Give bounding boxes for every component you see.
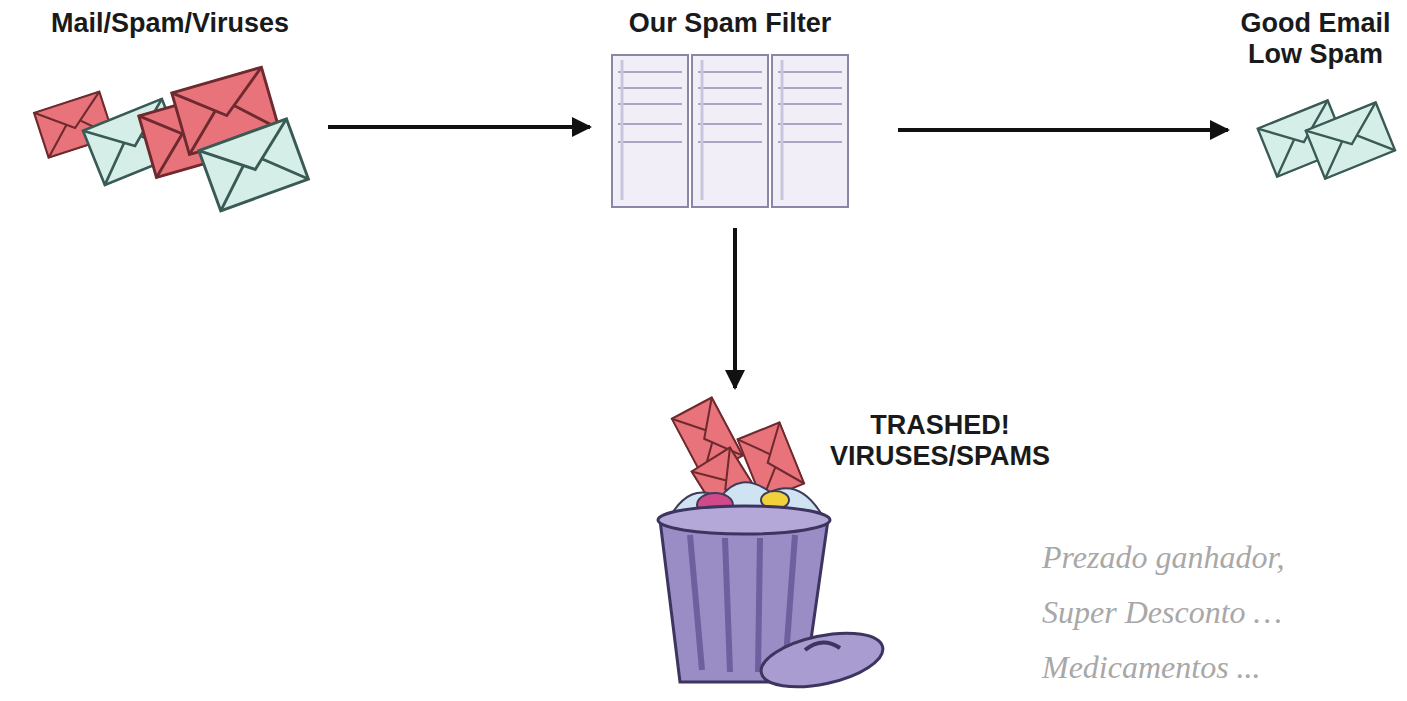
- trash-can-icon: [756, 624, 887, 697]
- spam-text-note: Medicamentos ...: [1042, 648, 1261, 686]
- server-icon: [618, 72, 842, 142]
- flow-arrow: [328, 125, 590, 129]
- trash-group: TRASHED! VIRUSES/SPAMS: [640, 388, 1095, 693]
- filter-group: Our Spam Filter: [590, 0, 870, 220]
- spam-text-note: Prezado ganhador,: [1042, 538, 1284, 576]
- node-label: Our Spam Filter: [590, 8, 870, 39]
- incoming-mail-icon: [34, 67, 308, 211]
- good-mail-icon: [1306, 102, 1395, 178]
- node-label: Mail/Spam/Viruses: [20, 8, 320, 39]
- node-label: TRASHED! VIRUSES/SPAMS: [790, 410, 1090, 472]
- source-group: Mail/Spam/Viruses: [20, 0, 320, 215]
- trash-can-icon: [658, 506, 830, 534]
- node-label: Good Email Low Spam: [1228, 8, 1403, 70]
- output-group: Good Email Low Spam: [1228, 0, 1403, 175]
- server-icon: [612, 55, 848, 207]
- spam-text-note: Super Desconto …: [1042, 593, 1282, 631]
- flow-arrow: [733, 228, 737, 388]
- trash-can-icon: [805, 642, 840, 650]
- server-icon: [622, 60, 782, 200]
- incoming-mail-icon: [199, 119, 309, 211]
- good-mail-icon: [1258, 100, 1395, 178]
- flow-arrow: [898, 128, 1228, 132]
